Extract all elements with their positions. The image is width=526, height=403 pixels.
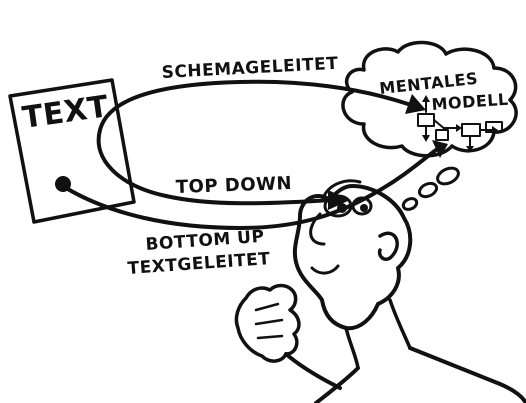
text-box-label: TEXT — [20, 89, 111, 136]
person-body — [410, 348, 526, 403]
cloud-label-modell: MODELL — [431, 90, 509, 114]
person-eye-left — [337, 203, 347, 213]
label-schemageleitet: SCHEMAGELEITET — [161, 54, 339, 83]
person-eye-right — [360, 204, 368, 212]
text-document-box: TEXT — [10, 80, 134, 222]
thought-cloud: MENTALES MODELL — [343, 42, 516, 155]
label-top-down: TOP DOWN — [175, 173, 292, 198]
thinking-person — [236, 181, 526, 403]
